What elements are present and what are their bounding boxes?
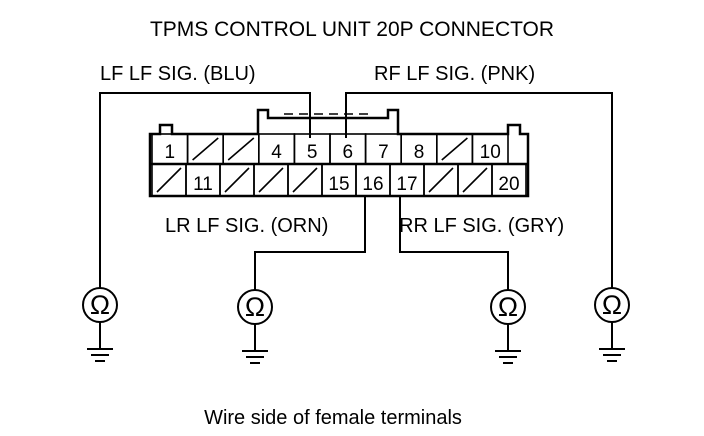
bottom-pin-cell: 11 [185, 163, 221, 197]
unused-pin-slash [156, 167, 182, 193]
lf-wire [99, 92, 311, 288]
ohm-icon: Ω [602, 290, 622, 320]
lf-wire-label: LF LF SIG. (BLU) [100, 63, 256, 85]
rr-ohmmeter: Ω [490, 289, 526, 364]
bottom-pin-cell: 17 [389, 163, 425, 197]
pin-number: 5 [307, 142, 318, 163]
ohm-icon: Ω [90, 290, 110, 320]
bottom-pin-cell: 16 [355, 163, 391, 197]
connector-top-row: 1 4 5 6 7 8 10 [151, 133, 509, 165]
connector-bottom-row: 11 15 16 17 20 [151, 163, 527, 197]
ground-icon [87, 348, 113, 362]
pin-number: 17 [396, 174, 417, 195]
diagram-title: TPMS CONTROL UNIT 20P CONNECTOR [150, 18, 554, 41]
top-pin-cell [435, 133, 474, 165]
lr-wire [254, 196, 366, 290]
lr-ohmmeter: Ω [237, 289, 273, 364]
top-pin-cell: 10 [471, 133, 509, 165]
pin-number: 15 [328, 174, 349, 195]
top-pin-cell [186, 133, 225, 165]
connector-housing [148, 108, 530, 198]
ohm-icon: Ω [245, 292, 265, 322]
bottom-pin-cell [219, 163, 255, 197]
unused-pin-slash [428, 167, 454, 193]
wires [99, 92, 613, 290]
ground-icon [495, 350, 521, 364]
ground-icon [599, 348, 625, 362]
bottom-pin-cell [287, 163, 323, 197]
rr-wire [399, 196, 509, 290]
lr-wire-label: LR LF SIG. (ORN) [165, 215, 328, 237]
rf-wire-label: RF LF SIG. (PNK) [374, 63, 535, 85]
pin-number: 1 [165, 142, 176, 163]
bottom-pin-cell: 15 [321, 163, 357, 197]
unused-pin-slash [224, 167, 250, 193]
unused-pin-slash [192, 137, 219, 161]
pin-number: 10 [480, 142, 501, 163]
bottom-pin-cell [423, 163, 459, 197]
pin-number: 4 [271, 142, 282, 163]
bottom-pin-cell: 20 [491, 163, 527, 197]
unused-pin-slash [441, 137, 468, 161]
pin-number: 20 [498, 174, 519, 195]
unused-pin-slash [462, 167, 488, 193]
top-pin-cell: 1 [151, 133, 189, 165]
unused-pin-slash [227, 137, 255, 161]
ground-icon [242, 350, 268, 364]
top-pin-cell: 4 [257, 133, 296, 165]
rr-wire-label: RR LF SIG. (GRY) [399, 215, 564, 237]
bottom-pin-cell [151, 163, 187, 197]
top-pin-cell: 8 [400, 133, 438, 165]
pin-number: 7 [378, 142, 389, 163]
lf-ohmmeter: Ω [82, 287, 118, 362]
unused-pin-slash [292, 167, 318, 193]
rf-ohmmeter: Ω [594, 287, 630, 362]
unused-pin-slash [258, 167, 284, 193]
top-pin-cell: 6 [329, 133, 367, 165]
rf-wire [345, 92, 613, 288]
top-pin-cell: 7 [364, 133, 403, 165]
bottom-pin-cell [457, 163, 493, 197]
connector: 1 4 5 6 7 8 10 11 15 16 17 20 [148, 108, 530, 198]
pin-number: 6 [343, 142, 354, 163]
caption: Wire side of female terminals [204, 407, 462, 429]
pin-number: 11 [193, 174, 213, 195]
ohm-icon: Ω [498, 292, 518, 322]
top-pin-cell [222, 133, 260, 165]
top-pin-cell: 5 [293, 133, 331, 165]
pin-number: 8 [414, 142, 425, 163]
bottom-pin-cell [253, 163, 289, 197]
pin-number: 16 [362, 174, 383, 195]
